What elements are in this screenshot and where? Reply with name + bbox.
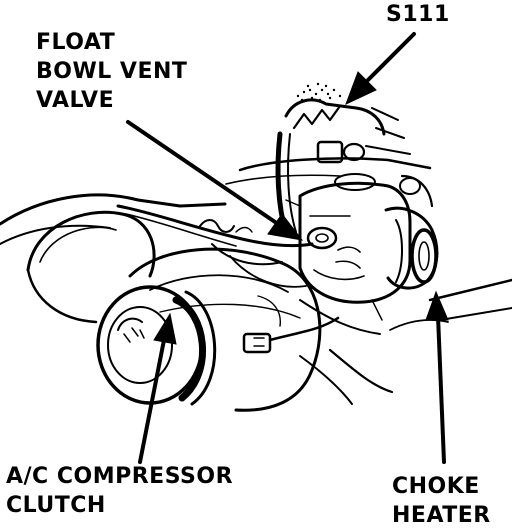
float-bowl-arrowhead: [267, 213, 304, 241]
label-line: CLUTCH: [6, 493, 106, 518]
label-line: HEATER: [392, 503, 491, 528]
label-line: A/C COMPRESSOR: [6, 464, 234, 489]
label-line: CHOKE: [392, 474, 480, 499]
clutch-arrowhead: [153, 312, 177, 345]
fender-outline: [0, 193, 227, 226]
s111-arrow-line: [364, 32, 416, 84]
label-s111: S111: [386, 0, 450, 29]
compressor-body: [128, 247, 322, 412]
engine-block: [238, 157, 432, 172]
label-ac-compressor-clutch: A/C COMPRESSOR CLUTCH: [6, 462, 233, 520]
s111-arrowhead: [345, 71, 377, 105]
label-line: VALVE: [36, 88, 115, 113]
stipple-shading: [296, 82, 342, 102]
float-bowl-arrow-line: [126, 120, 280, 226]
clutch-arrow-line: [138, 338, 166, 464]
label-line: BOWL VENT: [36, 59, 188, 84]
choke-arrowhead: [425, 290, 449, 321]
wiring-harness: [116, 204, 314, 248]
clutch-pulley-inner: [107, 306, 173, 384]
left-dome: [26, 210, 156, 278]
clutch-connector: [242, 332, 272, 354]
label-float-bowl-vent-valve: FLOAT BOWL VENT VALVE: [36, 28, 187, 115]
carburetor: [298, 181, 412, 304]
label-choke-heater: CHOKE HEATER: [392, 472, 491, 530]
fender-lower: [0, 224, 111, 245]
choke-arrow-line: [436, 314, 446, 464]
label-line: FLOAT: [36, 30, 116, 55]
label-line: S111: [386, 2, 450, 27]
